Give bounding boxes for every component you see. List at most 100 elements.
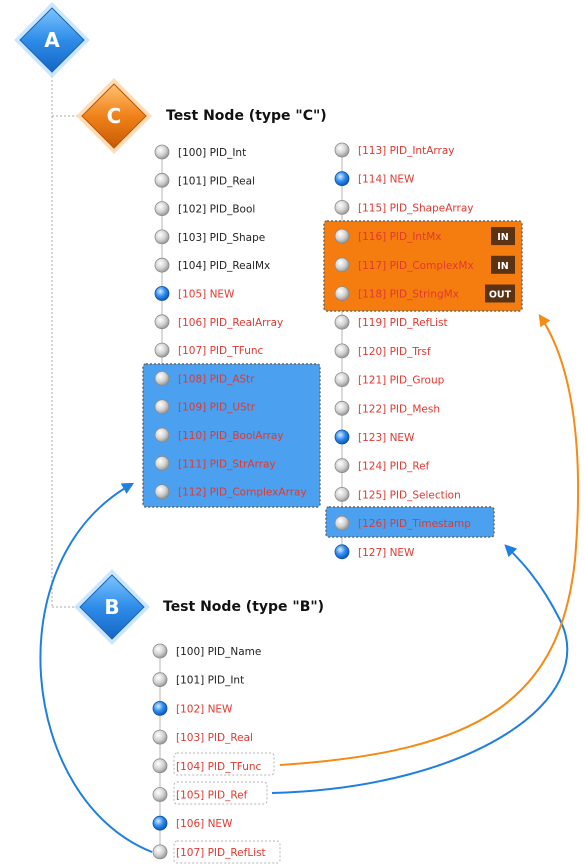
property-row[interactable]: [107] PID_RefList [152,844,266,860]
property-label: [123] NEW [358,432,415,444]
property-bullet-icon [154,172,170,188]
property-bullet-icon [334,515,350,531]
property-row[interactable]: [103] PID_Real [152,729,253,745]
property-label: [116] PID_IntMx [358,231,441,243]
property-bullet-icon [154,455,170,471]
node-a-letter: A [44,28,60,52]
property-row[interactable]: [104] PID_TFunc [152,758,262,774]
node-b[interactable]: B [74,569,150,645]
property-label: [103] PID_Shape [178,232,265,244]
property-label: [100] PID_Int [178,147,246,159]
property-bullet-icon [152,729,168,745]
property-row[interactable]: [127] NEW [334,544,415,560]
property-row[interactable]: [107] PID_TFunc [154,342,264,358]
property-row[interactable]: [126] PID_Timestamp [334,515,471,531]
property-row[interactable]: [111] PID_StrArray [154,455,276,471]
property-list-b: [100] PID_Name [101] PID_Int [102] NEW [103… [152,643,266,860]
property-bullet-icon [334,343,350,359]
node-c-title: Test Node (type "C") [166,108,327,124]
property-label: [108] PID_AStr [178,373,255,385]
property-row[interactable]: [103] PID_Shape [154,229,265,245]
node-b-letter: B [104,595,119,619]
property-bullet-icon [334,199,350,215]
property-row[interactable]: [113] PID_IntArray [334,142,454,158]
box-b-107 [173,840,281,864]
arrow-b105-to-c-timestamp [271,544,569,794]
arrows [39,314,580,853]
property-row[interactable]: [102] PID_Bool [154,201,255,217]
property-bullet-icon [334,257,350,273]
property-label: [101] PID_Int [176,675,244,687]
property-row[interactable]: [110] PID_BoolArray [154,427,284,443]
property-label: [125] PID_Selection [358,489,461,501]
node-a[interactable]: A [14,2,90,78]
property-label: [113] PID_IntArray [358,145,454,157]
property-row[interactable]: [125] PID_Selection [334,486,461,502]
property-bullet-icon [334,458,350,474]
property-label: [120] PID_Trsf [358,346,431,358]
property-row[interactable]: [106] NEW [152,815,233,831]
property-row[interactable]: [112] PID_ComplexArray [154,484,307,500]
property-bullet-icon [152,844,168,860]
property-label: [115] PID_ShapeArray [358,202,474,214]
property-row[interactable]: [114] NEW [334,171,415,187]
property-row[interactable]: [121] PID_Group [334,372,445,388]
property-label: [102] PID_Bool [178,204,255,216]
node-c-letter: C [107,104,122,128]
property-row[interactable]: [100] PID_Int [154,144,246,160]
new-property-bullet-icon [334,544,350,560]
node-c[interactable]: C [76,78,152,154]
property-row[interactable]: [105] NEW [154,286,235,301]
property-label: [100] PID_Name [176,646,261,658]
property-row[interactable]: [105] PID_Ref [152,787,248,802]
property-bullet-icon [154,342,170,358]
property-label: [106] PID_RealArray [178,317,283,329]
property-bullet-icon [334,228,350,244]
property-label: [124] PID_Ref [358,461,430,473]
property-bullet-icon [154,229,170,245]
property-row[interactable]: [101] PID_Real [154,172,255,188]
property-bullet-icon [152,787,168,802]
property-row[interactable]: [102] NEW [152,701,233,716]
direction-tag [491,227,515,246]
property-row[interactable]: [108] PID_AStr [154,370,255,386]
property-bullet-icon [152,672,168,688]
property-row[interactable]: [100] PID_Name [152,643,261,659]
property-label: [126] PID_Timestamp [358,518,471,530]
property-row[interactable]: [101] PID_Int [152,672,244,688]
property-label: [121] PID_Group [358,375,445,387]
property-bullet-icon [154,144,170,160]
property-label: [122] PID_Mesh [358,403,440,415]
tree-connectors [51,60,82,608]
new-property-bullet-icon [152,815,168,831]
property-row[interactable]: [116] PID_IntMx IN [334,227,515,246]
property-label: [104] PID_RealMx [178,260,270,272]
direction-tag [485,284,515,303]
property-label: [107] PID_RefList [176,847,266,859]
property-row[interactable]: [123] NEW [334,429,415,445]
property-row[interactable]: [119] PID_RefList [334,314,448,330]
property-row[interactable]: [104] PID_RealMx [154,257,270,273]
property-row[interactable]: [124] PID_Ref [334,458,430,474]
box-b-105 [173,781,268,805]
property-label: [110] PID_BoolArray [178,430,284,442]
property-row[interactable]: [120] PID_Trsf [334,343,431,359]
property-row[interactable]: [106] PID_RealArray [154,314,283,330]
property-label: [117] PID_ComplexMx [358,260,474,272]
property-bullet-icon [334,142,350,158]
property-row[interactable]: [109] PID_UStr [154,399,256,415]
property-bullet-icon [154,257,170,273]
property-bullet-icon [152,643,168,659]
property-row[interactable]: [115] PID_ShapeArray [334,199,474,215]
property-list-c-left: [100] PID_Int [101] PID_Real [102] PID_Boo… [154,144,307,500]
blue-group-timestamp [325,506,495,538]
property-row[interactable]: [122] PID_Mesh [334,400,440,416]
direction-tag-label: IN [497,232,509,243]
property-label: [107] PID_TFunc [178,345,264,357]
direction-tag [491,255,515,274]
property-label: [112] PID_ComplexArray [178,487,307,499]
property-label: [101] PID_Real [178,175,255,187]
